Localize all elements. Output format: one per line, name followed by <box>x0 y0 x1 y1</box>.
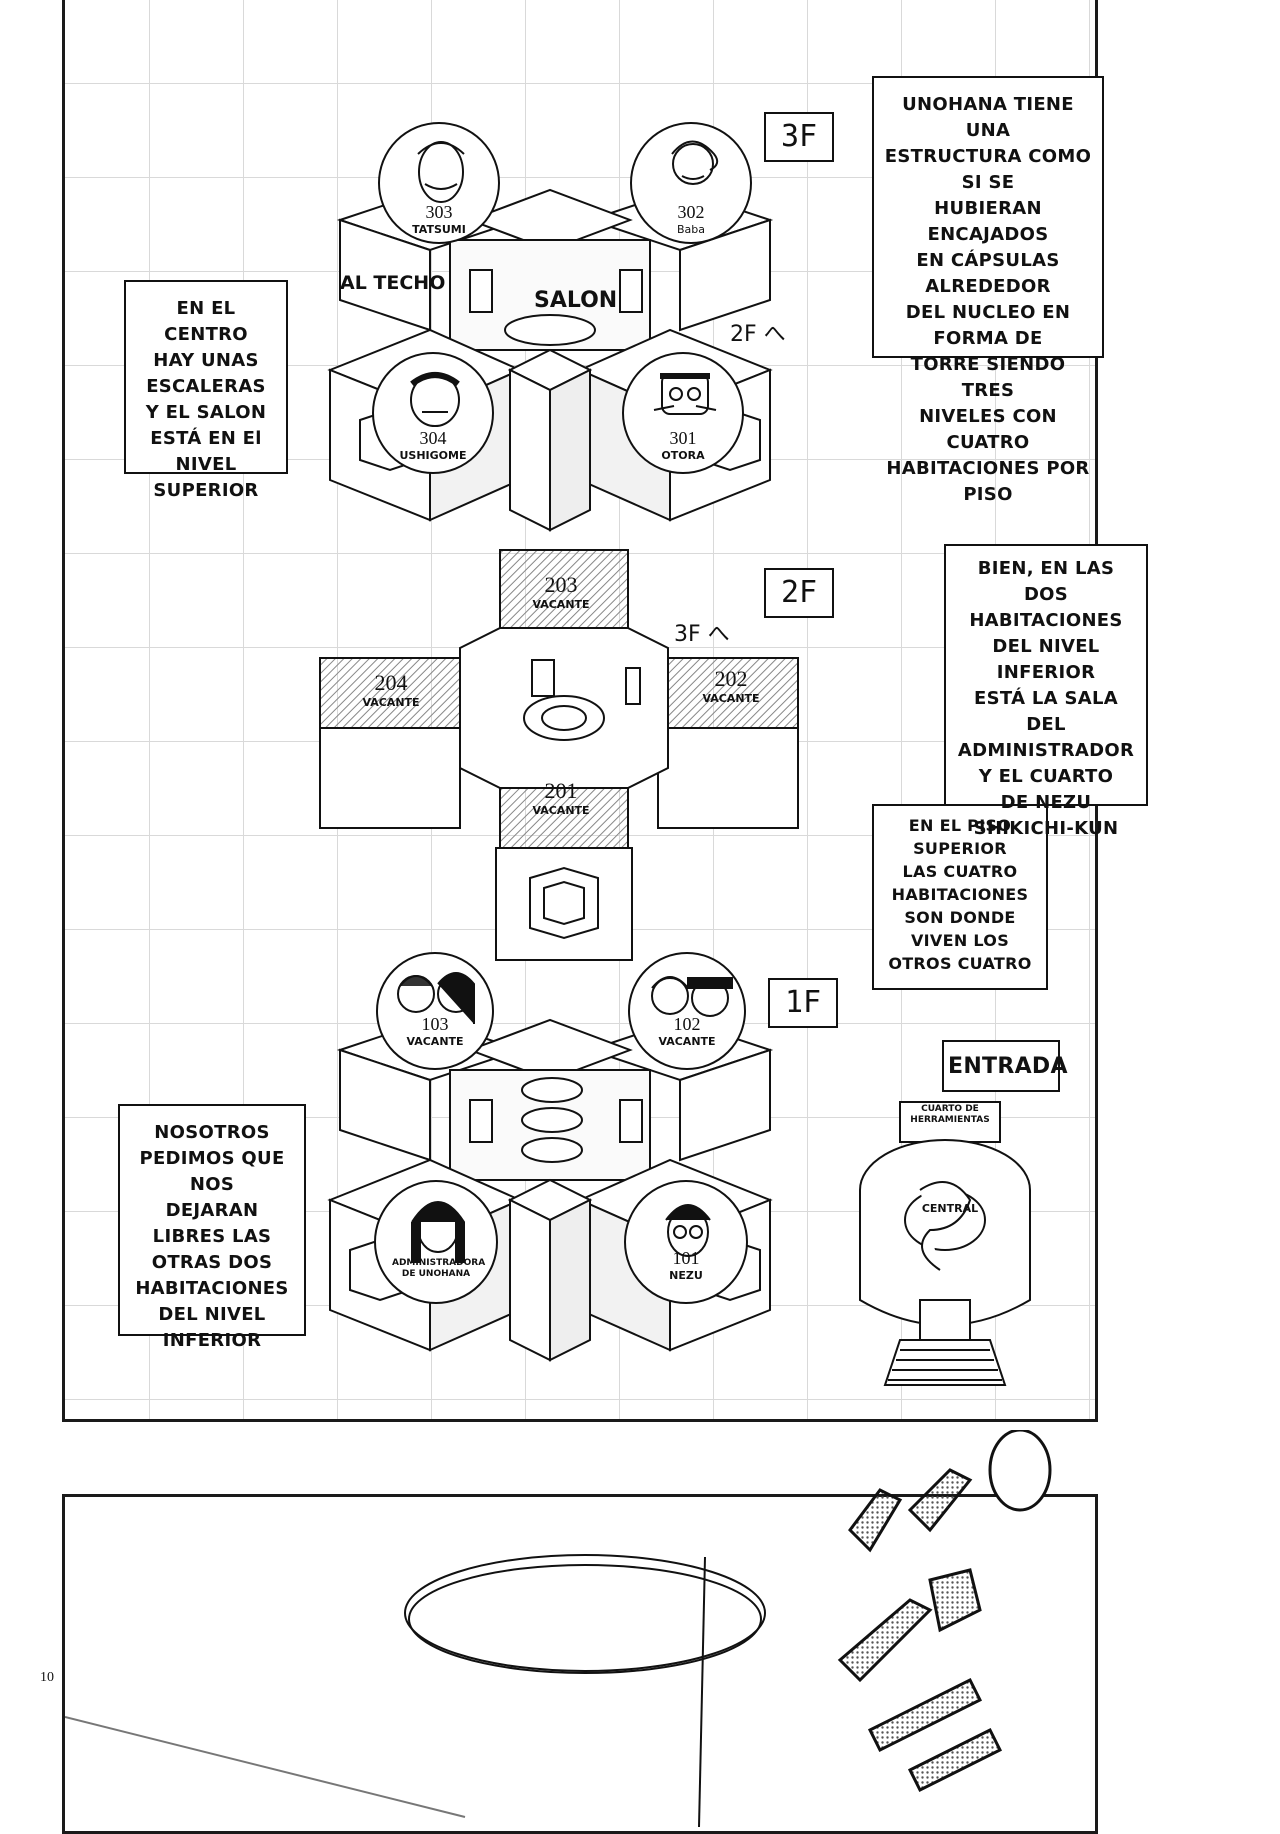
face-icon <box>417 141 465 203</box>
portrait-304 <box>372 352 494 474</box>
face-icon <box>653 373 717 415</box>
ceiling-light-drawing <box>65 1554 766 1828</box>
floor-1f-drawing <box>327 1018 774 1362</box>
face-icon <box>651 976 733 1017</box>
tools-room-label: CUARTO DE HERRAMIENTAS <box>910 1104 990 1125</box>
entrance-tower-drawing <box>859 1101 1031 1386</box>
label-salon: SALON <box>534 288 618 313</box>
floor-2f-drawing <box>319 549 799 961</box>
floor-tag-2f: 2F <box>764 568 834 618</box>
portrait-101 <box>624 1180 748 1304</box>
floor-tag-3f: 3F <box>764 112 834 162</box>
face-icon <box>411 1201 465 1263</box>
portrait-301 <box>622 352 744 474</box>
face-icon <box>671 140 719 185</box>
label-to-2f: 2F へ <box>730 322 786 347</box>
face-icon <box>665 1204 711 1257</box>
portrait-303 <box>378 122 500 244</box>
label-to-3f: 3F へ <box>674 622 730 647</box>
face-icon <box>397 972 475 1024</box>
label-roof: AL TECHO <box>340 272 446 294</box>
page-number: 10 <box>40 1670 54 1685</box>
portrait-302 <box>630 122 752 244</box>
floor-tag-1f: 1F <box>768 978 838 1028</box>
room-admin-label: ADMINISTRADORA DE UNOHANA <box>392 1258 486 1279</box>
central-label: CENTRAL <box>921 1202 979 1215</box>
sound-effect-pachi <box>837 1430 1052 1793</box>
face-icon <box>410 372 460 427</box>
portrait-administradora <box>374 1180 498 1304</box>
portrait-103 <box>376 952 494 1070</box>
portrait-102 <box>628 952 746 1070</box>
entrance-title: ENTRADA <box>942 1040 1068 1092</box>
